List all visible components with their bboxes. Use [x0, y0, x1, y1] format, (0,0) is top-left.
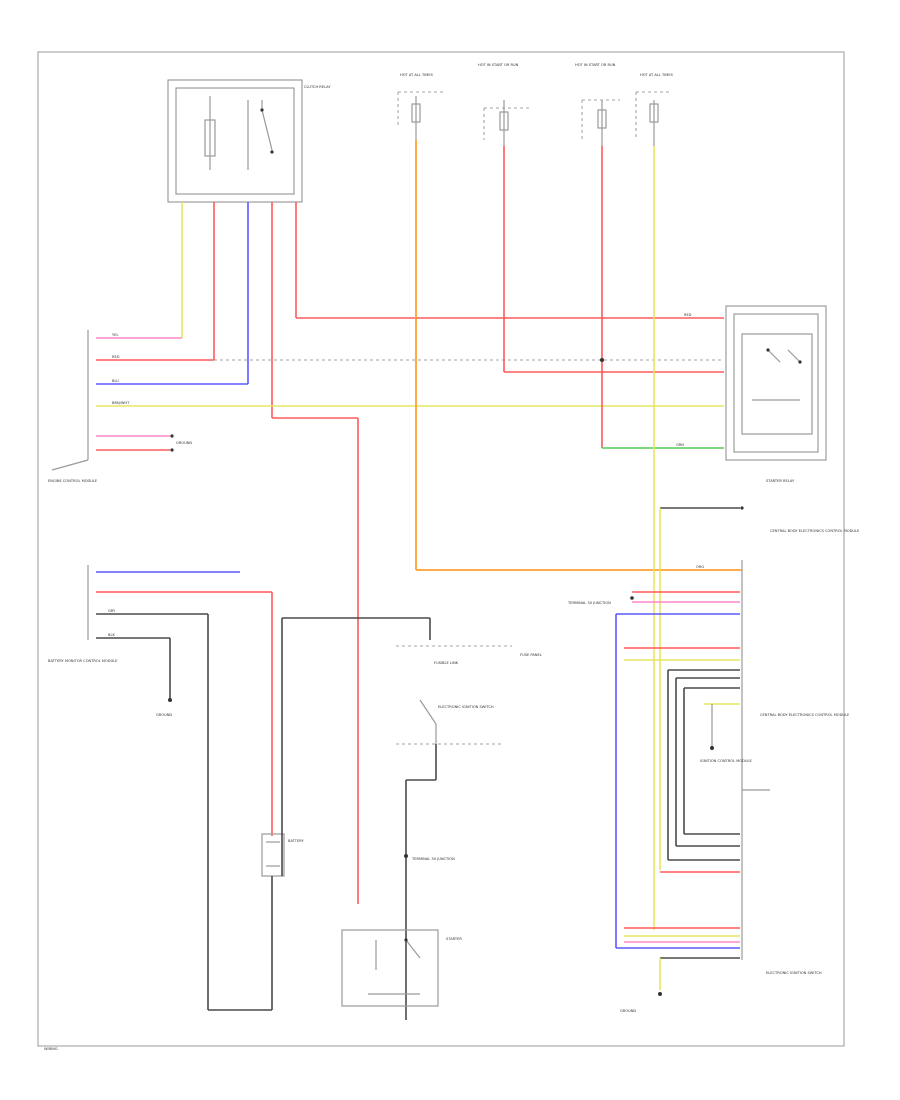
bottom-ground-label: GROUND [620, 1009, 636, 1013]
fuse-a-label: HOT AT ALL TIMES [400, 73, 434, 77]
wire-tag-org: ORG [696, 565, 704, 569]
central-body-module: CENTRAL BODY ELECTRONICS CONTROL MODULE … [567, 506, 860, 1013]
wire-tag-blk: BLK [108, 633, 115, 637]
wire-tag-yel: YEL [112, 333, 118, 337]
wire-tag-red-2: RED [684, 313, 692, 317]
wire-tag-blu: BLU [112, 379, 119, 383]
terminal-30-label: TERMINAL 30 JUNCTION [411, 857, 455, 861]
watermark-label: WIRING [44, 1047, 58, 1051]
central-module-sub-label: CENTRAL BODY ELECTRONICS CONTROL MODULE [760, 713, 850, 717]
engine-control-module: GROUND ENGINE CONTROL MODULE [48, 330, 192, 483]
wire-tag-red: RED [112, 355, 120, 359]
ecm-ground-label: GROUND [176, 441, 192, 445]
fuse-c: HOT IN START OR RUN [575, 63, 620, 146]
starter: STARTER [341, 929, 462, 1007]
battery-monitor-module: GROUND BATTERY MONITOR CONTROL MODULE [48, 565, 273, 1010]
fuse-b-label: HOT IN START OR RUN [478, 63, 519, 67]
starter-relay-label: STARTER RELAY [766, 479, 795, 483]
central-module-label: CENTRAL BODY ELECTRONICS CONTROL MODULE [770, 529, 860, 533]
fuse-a: HOT AT ALL TIMES [397, 73, 446, 140]
fuse-panel: FUSE PANEL FUSIBLE LINK ELECTRONIC IGNIT… [281, 617, 542, 1020]
ignition-control-label: IGNITION CONTROL MODULE [700, 759, 753, 763]
battery: BATTERY [208, 833, 305, 1011]
starter-relay: STARTER RELAY [725, 305, 827, 483]
fuse-c-label: HOT IN START OR RUN [575, 63, 616, 67]
fuse-panel-label: FUSE PANEL [520, 653, 542, 657]
fuse-b: HOT IN START OR RUN [478, 63, 530, 146]
fuse-d: HOT AT ALL TIMES [635, 73, 674, 146]
wire-tag-brn-wht: BRN/WHT [112, 401, 130, 405]
wire-tag-grn: GRN [676, 443, 684, 447]
battery-module-label: BATTERY MONITOR CONTROL MODULE [48, 659, 118, 663]
battery-ground-label: GROUND [156, 713, 172, 717]
fuse-d-label: HOT AT ALL TIMES [640, 73, 674, 77]
ecm-label: ENGINE CONTROL MODULE [48, 479, 98, 483]
electronic-ignition-label: ELECTRONIC IGNITION SWITCH [438, 705, 494, 709]
terminal-junction-label: TERMINAL 30 JUNCTION [567, 601, 611, 605]
starter-label: STARTER [446, 937, 462, 941]
battery-label: BATTERY [288, 839, 305, 843]
clutch-relay-label: CLUTCH RELAY [304, 85, 331, 89]
clutch-relay: CLUTCH RELAY [167, 79, 331, 203]
wire-tag-gry: GRY [108, 609, 116, 613]
ignition-switch-label: ELECTRONIC IGNITION SWITCH [766, 971, 822, 975]
diagram-frame [37, 51, 845, 1047]
fusible-link-label: FUSIBLE LINK [434, 661, 459, 665]
